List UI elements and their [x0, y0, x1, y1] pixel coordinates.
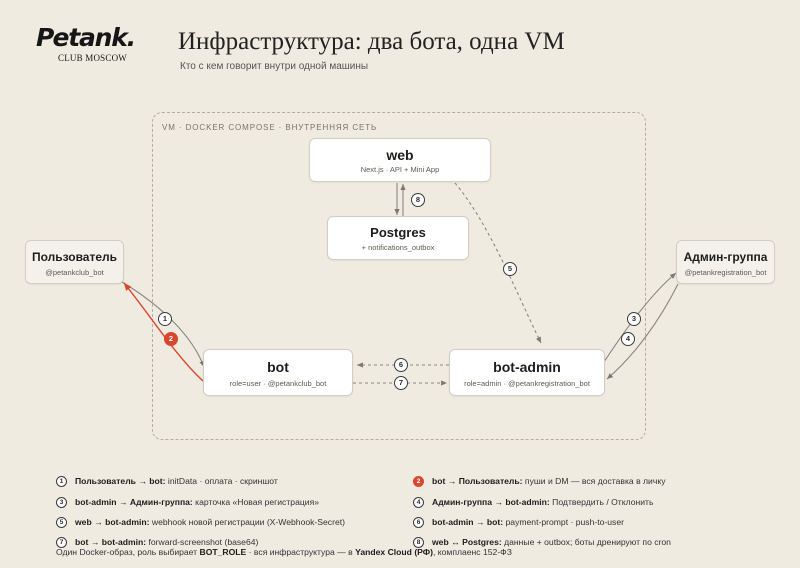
legend-item-6: 6 bot-admin → bot: payment-prompt · push-…	[413, 517, 624, 529]
legend-head-3: bot-admin → Админ-группа:	[75, 497, 193, 507]
node-user: Пользователь @petankclub_bot	[25, 240, 124, 284]
legend-item-2: 2 bot → Пользователь: пуши и DM — вся дос…	[413, 476, 666, 488]
legend-item-5: 5 web → bot-admin: webhook новой регистра…	[56, 517, 345, 529]
node-admin-group-sub: @petankregistration_bot	[684, 268, 767, 277]
node-postgres-sub: + notifications_outbox	[361, 243, 435, 252]
edge-badge-3: 3	[627, 312, 641, 326]
node-bot-admin-sub: role=admin · @petankregistration_bot	[464, 379, 590, 388]
legend-head-2: bot → Пользователь:	[432, 476, 523, 486]
edge-badge-4: 4	[621, 332, 635, 346]
legend-badge-3: 3	[56, 497, 67, 509]
logo-subtitle: CLUB MOSCOW	[58, 53, 127, 63]
edge-1-user-to-bot	[121, 281, 205, 368]
legend-badge-5: 5	[56, 517, 67, 529]
edge-5-web-to-botadmin	[454, 182, 542, 344]
edge-badge-6: 6	[394, 358, 408, 372]
legend-badge-6: 6	[413, 517, 424, 529]
legend-item-8: 8 web ↔ Postgres: данные + outbox; боты д…	[413, 537, 671, 549]
legend-text-4: Подтвердить / Отклонить	[549, 497, 654, 507]
footer-part-2: · вся инфраструктура — в	[246, 547, 356, 557]
node-bot-sub: role=user · @petankclub_bot	[229, 379, 327, 388]
legend-text-2: пуши и DM — вся доставка в личку	[522, 476, 666, 486]
legend-badge-4: 4	[413, 497, 424, 509]
legend-text-1: initData · оплата · скриншот	[165, 476, 278, 486]
edge-2-bot-to-user	[123, 282, 204, 382]
node-web: web Next.js · API + Mini App	[309, 138, 491, 182]
node-user-name: Пользователь	[31, 250, 118, 264]
node-bot-admin-name: bot-admin	[493, 359, 561, 375]
footer-part-3: , комплаенс 152-ФЗ	[433, 547, 512, 557]
legend-head-1: Пользователь → bot:	[75, 476, 166, 486]
page-title: Инфраструктура: два бота, одна VM	[178, 28, 565, 55]
edge-badge-7: 7	[394, 376, 408, 390]
legend-text-3: карточка «Новая регистрация»	[192, 497, 320, 507]
node-web-sub: Next.js · API + Mini App	[360, 165, 440, 174]
edge-badge-2: 2	[164, 332, 178, 346]
logo-wordmark: Petank.	[36, 23, 136, 52]
node-postgres-name: Postgres	[370, 225, 426, 240]
footer-bot-role: BOT_ROLE	[199, 547, 247, 557]
legend-badge-2: 2	[413, 476, 424, 488]
vm-boundary	[152, 112, 646, 440]
edge-badge-1: 1	[158, 312, 172, 326]
legend-head-4: Админ-группа → bot-admin:	[432, 497, 550, 507]
edge-badge-5: 5	[503, 262, 517, 276]
legend-item-3: 3 bot-admin → Админ-группа: карточка «Нов…	[56, 497, 320, 509]
legend-head-8: web ↔ Postgres:	[432, 537, 502, 547]
edge-4-admingroup-to-botadmin	[606, 283, 679, 380]
node-admin-group-name: Админ-группа	[683, 250, 768, 264]
legend-head-5: web → bot-admin:	[75, 517, 150, 527]
legend-badge-8: 8	[413, 537, 424, 549]
vm-label: VM · DOCKER COMPOSE · ВНУТРЕННЯЯ СЕТЬ	[162, 123, 378, 132]
legend-head-6: bot-admin → bot:	[432, 517, 504, 527]
legend-item-4: 4 Админ-группа → bot-admin: Подтвердить /…	[413, 497, 654, 509]
legend-text-7: forward-screenshot (base64)	[146, 537, 259, 547]
node-admin-group: Админ-группа @petankregistration_bot	[676, 240, 775, 284]
footer-cloud: Yandex Cloud (РФ)	[355, 547, 433, 557]
legend-text-6: payment-prompt · push-to-user	[503, 517, 624, 527]
legend-badge-1: 1	[56, 476, 67, 488]
page-subtitle: Кто с кем говорит внутри одной машины	[180, 61, 369, 72]
legend-badge-7: 7	[56, 537, 67, 549]
edge-badge-8: 8	[411, 193, 425, 207]
legend-item-1: 1 Пользователь → bot: initData · оплата ·…	[56, 476, 278, 488]
legend-text-5: webhook новой регистрации (X-Webhook-Sec…	[149, 517, 345, 527]
petank-logo: Petank. CLUB MOSCOW	[36, 23, 136, 64]
footer-part-1: Один Docker-образ, роль выбирает	[56, 547, 200, 557]
node-postgres: Postgres + notifications_outbox	[327, 216, 469, 260]
footer-note: Один Docker-образ, роль выбирает BOT_ROL…	[56, 547, 512, 557]
node-web-name: web	[386, 147, 414, 163]
node-bot-admin: bot-admin role=admin · @petankregistrati…	[449, 349, 605, 396]
node-bot: bot role=user · @petankclub_bot	[203, 349, 353, 396]
node-bot-name: bot	[267, 359, 289, 375]
legend-head-7: bot → bot-admin:	[75, 537, 147, 547]
legend-item-7: 7 bot → bot-admin: forward-screenshot (ba…	[56, 537, 259, 549]
node-user-sub: @petankclub_bot	[45, 268, 104, 277]
legend-text-8: данные + outbox; боты дренируют по cron	[501, 537, 671, 547]
